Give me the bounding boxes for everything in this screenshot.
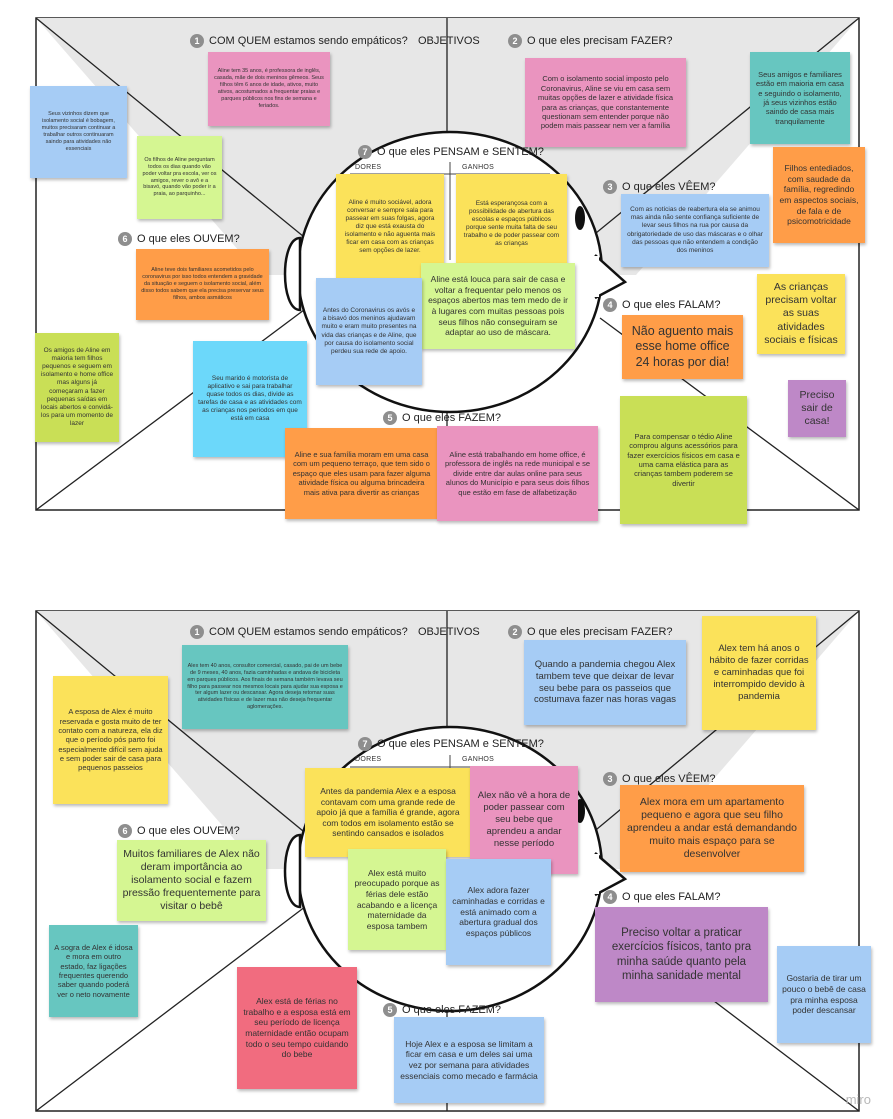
objetivos-label: OBJETIVOS xyxy=(418,626,480,638)
dores-label: DORES xyxy=(355,756,382,763)
ganhos-label: GANHOS xyxy=(462,164,495,171)
sticky-note[interactable]: Alex tem 40 anos, consultor comercial, c… xyxy=(182,645,348,729)
sticky-note[interactable]: Gostaria de tirar um pouco o bebê de cas… xyxy=(777,946,871,1043)
sticky-note[interactable]: Filhos entediados, com saudade da famíli… xyxy=(773,147,865,243)
dores-label: DORES xyxy=(355,164,382,171)
sticky-note[interactable]: Os filhos de Aline perguntam todos os di… xyxy=(137,136,222,219)
sticky-note[interactable]: Aline tem 35 anos, é professora de inglê… xyxy=(208,52,330,126)
sticky-note[interactable]: Aline está louca para sair de casa e vol… xyxy=(421,263,575,349)
sticky-note[interactable]: Alex não vê a hora de poder passear com … xyxy=(470,766,578,874)
sticky-note[interactable]: Alex tem há anos o hábito de fazer corri… xyxy=(702,616,816,730)
sticky-note[interactable]: Preciso sair de casa! xyxy=(788,380,846,437)
sticky-note[interactable]: Com o isolamento social imposto pelo Cor… xyxy=(525,58,686,147)
ganhos-label: GANHOS xyxy=(462,756,495,763)
sticky-note[interactable]: Muitos familiares de Alex não deram impo… xyxy=(117,840,266,921)
objetivos-label: OBJETIVOS xyxy=(418,35,480,47)
sticky-note[interactable]: A sogra de Alex é idosa e mora em outro … xyxy=(49,925,138,1017)
miro-watermark: miro xyxy=(845,1092,871,1107)
sticky-note[interactable]: Aline e sua família moram em uma casa co… xyxy=(285,428,438,519)
sticky-note[interactable]: Preciso voltar a praticar exercícios fís… xyxy=(595,907,768,1002)
sticky-note[interactable]: Hoje Alex e a esposa se limitam a ficar … xyxy=(394,1017,544,1103)
sticky-note[interactable]: Alex está de férias no trabalho e a espo… xyxy=(237,967,357,1089)
sticky-note[interactable]: Quando a pandemia chegou Alex tambem tev… xyxy=(524,640,686,725)
sticky-note[interactable]: Com as notícias de reabertura ela se ani… xyxy=(621,194,769,267)
sticky-note[interactable]: Os amigos de Aline em maioria tem filhos… xyxy=(35,333,119,442)
sticky-note[interactable]: Seus vizinhos dizem que isolamento socia… xyxy=(30,86,127,178)
sticky-note[interactable]: Não aguento mais esse home office 24 hor… xyxy=(622,315,743,379)
sticky-note[interactable]: A esposa de Alex é muito reservada e gos… xyxy=(53,676,168,804)
sticky-note[interactable]: Para compensar o tédio Aline comprou alg… xyxy=(620,396,747,524)
sticky-note[interactable]: Antes do Coronavirus os avós e a bisavó … xyxy=(316,278,422,385)
sticky-note[interactable]: Alex está muito preocupado porque as fér… xyxy=(348,849,446,950)
sticky-note[interactable]: Alex mora em um apartamento pequeno e ag… xyxy=(620,785,804,872)
sticky-note[interactable]: Antes da pandemia Alex e a esposa contav… xyxy=(305,768,471,857)
sticky-note[interactable]: Seu marido é motorista de aplicativo e s… xyxy=(193,341,307,457)
sticky-note[interactable]: Está esperançosa com a possibilidade de … xyxy=(456,174,567,274)
sticky-note[interactable]: Alex adora fazer caminhadas e corridas e… xyxy=(446,859,551,965)
sticky-note[interactable]: Aline é muito sociável, adora conversar … xyxy=(336,174,444,280)
sticky-note[interactable]: Aline teve dois familiares acometidos pe… xyxy=(136,249,269,320)
sticky-note[interactable]: Aline está trabalhando em home office, é… xyxy=(437,426,598,521)
sticky-note[interactable]: As crianças precisam voltar as suas ativ… xyxy=(757,274,845,354)
sticky-note[interactable]: Seus amigos e familiares estão em maiori… xyxy=(750,52,850,144)
